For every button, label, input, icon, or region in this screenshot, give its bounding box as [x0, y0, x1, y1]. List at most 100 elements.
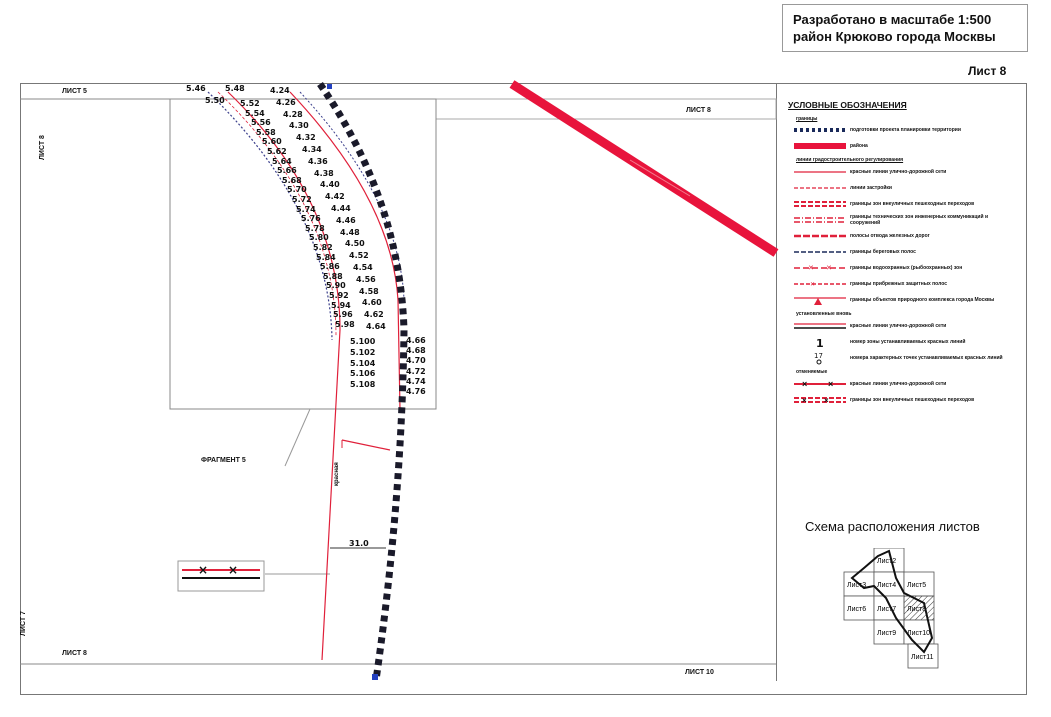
legend-item: границы объектов природного комплекса го… [788, 292, 1018, 308]
point-label: 5.102 [350, 348, 376, 357]
legend-item: ✕✕границы водоохранных (рыбоохранных) зо… [788, 260, 1018, 276]
schema-cell-label: Лист6 [847, 606, 866, 613]
fragment-label: ФРАГМЕНТ 5 [201, 457, 246, 464]
point-label: 5.100 [350, 337, 376, 346]
legend-item: границы технических зон инженерных комму… [788, 212, 1018, 228]
point-label: 5.54 [245, 109, 265, 118]
point-label: 5.56 [251, 118, 271, 127]
map-legend-sample [177, 560, 265, 592]
legend-symbol [794, 128, 846, 132]
legend-text: границы прибрежных защитных полос [850, 281, 947, 287]
legend-text: границы объектов природного комплекса го… [850, 297, 995, 303]
legend-item: подготовки проекта планировки территории [788, 122, 1018, 138]
point-label: 5.70 [287, 185, 307, 194]
point-label: 4.72 [406, 367, 426, 376]
neighbor-sheet-left-bottom[interactable]: ЛИСТ 7 [20, 611, 27, 636]
legend-text: подготовки проекта планировки территории [850, 127, 961, 133]
neighbor-sheet-bottom-right[interactable]: ЛИСТ 10 [685, 669, 714, 676]
point-label: 5.68 [282, 176, 302, 185]
schema-cell [843, 595, 875, 621]
point-label: 5.48 [225, 84, 245, 93]
neighbor-sheet-left-top[interactable]: ЛИСТ 8 [39, 135, 46, 160]
point-label: 4.66 [406, 336, 426, 345]
legend-text: границы технических зон инженерных комму… [850, 214, 989, 226]
point-label: 5.80 [309, 233, 329, 242]
point-label: 5.98 [335, 320, 355, 329]
point-label: 4.70 [406, 356, 426, 365]
fragment-leader [284, 408, 311, 467]
schema-cell-label: Лист2 [877, 558, 896, 565]
point-label: 4.24 [270, 86, 290, 95]
legend-symbol [794, 234, 846, 238]
point-label: 5.62 [267, 147, 287, 156]
legend-text: границы береговых полос [850, 249, 916, 255]
red-line-inner [227, 91, 341, 661]
legend-item: полосы отвода железных дорог [788, 228, 1018, 244]
point-label: 5.72 [292, 195, 312, 204]
point-label: 5.106 [350, 369, 376, 378]
point-label: 4.60 [362, 298, 382, 307]
point-label: 5.96 [333, 310, 353, 319]
point-label: 5.108 [350, 380, 376, 389]
point-label: 5.88 [323, 272, 343, 281]
schema-cell-label: Лист7 [877, 606, 896, 613]
legend-symbol: 1 [816, 337, 824, 350]
point-label: 5.66 [277, 166, 297, 175]
svg-text:×: × [228, 563, 238, 577]
point-label: 4.76 [406, 387, 426, 396]
schema-cell [873, 595, 905, 621]
point-label: 5.76 [301, 214, 321, 223]
legend-text: линии застройки [850, 185, 892, 191]
neighbor-sheet-top[interactable]: ЛИСТ 5 [62, 88, 87, 95]
legend-symbol [794, 171, 846, 173]
neighbor-sheet-top-right[interactable]: ЛИСТ 8 [686, 107, 711, 114]
legend-text: полосы отвода железных дорог [850, 233, 930, 239]
schema-cell [903, 571, 935, 597]
point-label: 5.52 [240, 99, 260, 108]
legend-symbol [794, 323, 846, 329]
legend-symbol [794, 217, 846, 223]
legend-symbol [794, 297, 846, 305]
schema-cell-label: Лист4 [877, 582, 896, 589]
legend-title: УСЛОВНЫЕ ОБОЗНАЧЕНИЯ [788, 100, 907, 110]
point-label: 4.56 [356, 275, 376, 284]
neighbor-sheet-bottom-left[interactable]: ЛИСТ 8 [62, 650, 87, 657]
svg-text:×: × [802, 379, 807, 389]
legend-symbol: ×× [794, 379, 846, 389]
point-label: 4.42 [325, 192, 345, 201]
legend-symbol [794, 201, 846, 207]
point-label: 5.84 [316, 253, 336, 262]
svg-text:17: 17 [814, 352, 823, 360]
point-label: 5.92 [329, 291, 349, 300]
svg-text:✕: ✕ [808, 265, 814, 272]
point-label: 5.78 [305, 224, 325, 233]
point-label: 4.34 [302, 145, 322, 154]
point-label: 4.36 [308, 157, 328, 166]
legend-item: красные линии улично-дорожной сети [788, 164, 1018, 180]
legend-symbol [794, 187, 846, 189]
legend-text: границы зон внеуличных пешеходных перехо… [850, 201, 975, 207]
legend-item: красные линии улично-дорожной сети [788, 318, 1018, 334]
legend-item: ××границы зон внеуличных пешеходных пере… [788, 392, 1018, 408]
schema-title: Схема расположения листов [805, 519, 980, 534]
schema-cell-label: Лист8 [907, 606, 926, 613]
legend-group-label: отменяемые [796, 369, 828, 375]
top-right-sheet-box [435, 98, 777, 120]
point-label: 4.64 [366, 322, 386, 331]
legend-symbol [794, 251, 846, 253]
legend-item: района [788, 138, 1018, 154]
point-label: 4.30 [289, 121, 309, 130]
point-label: 4.58 [359, 287, 379, 296]
svg-text:1: 1 [816, 337, 824, 350]
title-district: район Крюково города Москвы [793, 29, 996, 44]
schema-cell-label: Лист10 [907, 630, 930, 637]
fragment-box [169, 98, 437, 410]
sheet-label: Лист 8 [968, 64, 1007, 78]
point-label: 5.46 [186, 84, 206, 93]
svg-text:×: × [802, 396, 807, 405]
point-label: 4.52 [349, 251, 369, 260]
point-label: 4.44 [331, 204, 351, 213]
legend-symbol: ✕✕ [794, 265, 846, 272]
